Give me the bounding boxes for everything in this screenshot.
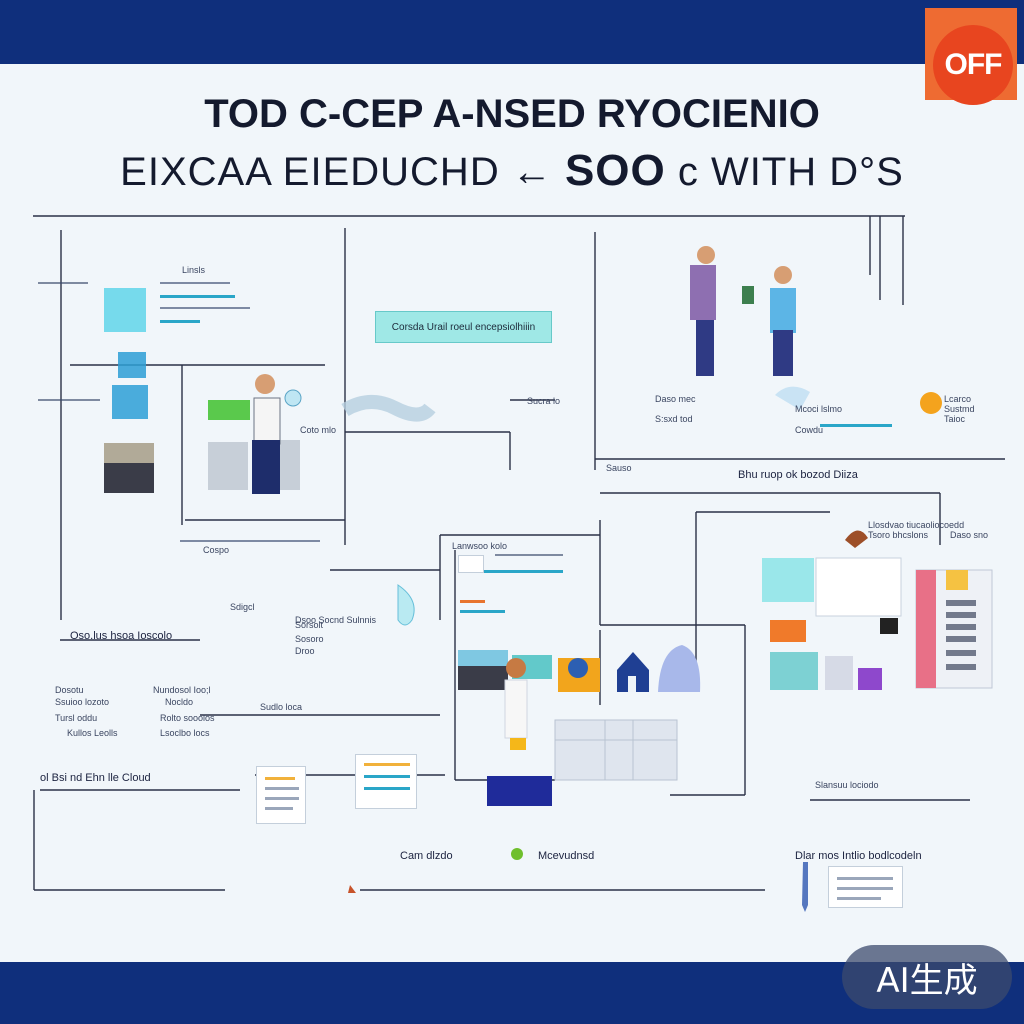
label-wave: Sdigcl [230,602,255,612]
label-panel-d-1: Sorsolt [295,620,324,630]
label-right-b: Sustmd [944,404,975,414]
top-banner [0,0,1024,64]
mini-screen [458,555,484,573]
label-middle-b: Sauso [606,463,632,473]
label-left-cta: Oso.lus hsoa Ioscolo [70,630,173,642]
label-panel-a-3: Tursl oddu [55,713,98,723]
label-bottom-mid: Mcevudnsd [538,850,595,862]
label-right-legend-c: Daso sno [950,530,989,540]
diagram-canvas [0,64,1024,962]
label-panel-b-4: Lsoclbo locs [160,728,210,738]
label-panel-b-2: Nocldo [165,697,194,707]
label-right-flow: Bhu ruop ok bozod Diiza [738,469,858,481]
text-line [160,282,230,284]
text-line [460,610,505,613]
note-card-right [828,866,903,908]
label-bottom-left: ol Bsi nd Ehn lle Cloud [40,772,151,784]
label-bottom-right-caption: Slansuu lociodo [815,780,879,790]
label-team-d: Cowdu [795,425,824,435]
label-right-c: Taioc [944,414,966,424]
label-panel-b-1: Nundosol Ioo;l [153,685,211,695]
note-card-left [256,766,306,824]
title-line-1: TOD C-CEP A-NSED RYOCIENIO [204,92,820,136]
ai-generated-watermark: AI生成 [842,945,1012,1009]
label-panel-c: Sudlo loca [260,702,303,712]
label-team-a: Daso mec [655,394,696,404]
label-right-legend-a: Llosdvao tiucaoliocoedd [868,520,965,530]
text-line [160,307,250,309]
text-line [460,600,485,603]
label-middle-a: Sucra lo [527,396,561,406]
text-line [180,540,320,542]
label-mid-doc-title: Lanwsoo kolo [452,541,508,551]
note-card-center [355,754,417,809]
label-bottom-cam: Cam dlzdo [400,850,453,862]
label-panel-b-3: Rolto sooolos [160,713,215,723]
label-panel-d-2: Sosoro [295,634,324,644]
text-line [460,570,563,573]
label-team-b: S:sxd tod [655,414,693,424]
text-line [820,424,892,427]
label-left-sub: Cospo [203,545,230,555]
title-line-2-part-c: c WITH D°S [665,150,904,194]
label-right-legend-b: Tsoro bhcslons [868,530,929,540]
label-left-note: Dsoo Socnd Sulnnis [295,615,377,625]
label-top-left: Linsls [182,265,206,275]
center-concept-chip: Corsda Urail roeul encepsiolhiiin [375,311,552,343]
text-line [160,295,235,298]
label-panel-a-1: Dosotu [55,685,84,695]
text-line [160,320,200,323]
label-panel-a-2: Ssuioo lozoto [55,697,110,707]
label-bottom-right-doc: Dlar mos Intlio bodlcodeln [795,850,922,862]
label-panel-d-3: Droo [295,646,315,656]
title-line-2: EIXCAA EIEDUCHD ← SOO c WITH D°S [0,146,1024,196]
label-team-c: Mcoci lslmo [795,404,843,414]
label-right-a: Lcarco [944,394,972,404]
title-line-2-part-b: SOO [564,146,666,195]
label-top-mid: Coto mlo [300,425,337,435]
title-line-2-part-a: EIXCAA EIEDUCHD ← [120,150,565,194]
brand-logo: OFF [933,25,1013,105]
label-panel-a-4: Kullos Leolls [67,728,118,738]
